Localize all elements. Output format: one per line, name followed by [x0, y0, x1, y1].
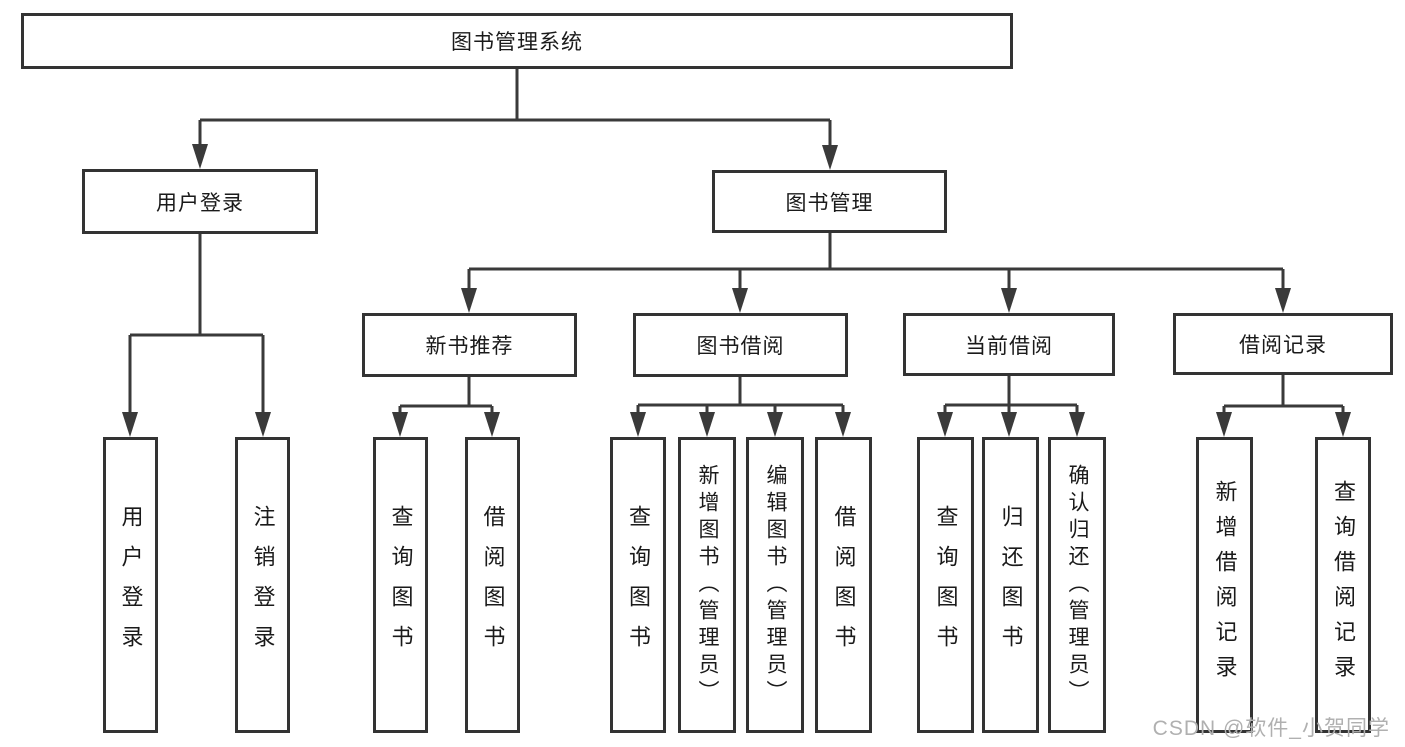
node-leaf-user-login: 用户登录 — [103, 437, 158, 733]
node-leaf-edit-book-admin: 编辑图书（管理员） — [746, 437, 804, 733]
node-book-management: 图书管理 — [712, 170, 947, 233]
node-borrow-record: 借阅记录 — [1173, 313, 1393, 375]
node-leaf-query-book-recommend: 查询图书 — [373, 437, 428, 733]
node-book-borrow: 图书借阅 — [633, 313, 848, 377]
node-leaf-query-book-borrow: 查询图书 — [610, 437, 666, 733]
node-leaf-borrow-book-recommend: 借阅图书 — [465, 437, 520, 733]
node-new-book-recommend: 新书推荐 — [362, 313, 577, 377]
node-leaf-add-book-admin: 新增图书（管理员） — [678, 437, 736, 733]
node-leaf-query-book-current: 查询图书 — [917, 437, 974, 733]
arrowheads — [122, 144, 1351, 437]
node-current-borrow: 当前借阅 — [903, 313, 1115, 376]
node-leaf-return-book: 归还图书 — [982, 437, 1039, 733]
node-leaf-confirm-return-admin: 确认归还（管理员） — [1048, 437, 1106, 733]
node-user-login: 用户登录 — [82, 169, 318, 234]
node-leaf-logout: 注销登录 — [235, 437, 290, 733]
node-root: 图书管理系统 — [21, 13, 1013, 69]
node-leaf-borrow-book-borrow: 借阅图书 — [815, 437, 872, 733]
node-leaf-query-borrow-record: 查询借阅记录 — [1315, 437, 1371, 733]
node-leaf-add-borrow-record: 新增借阅记录 — [1196, 437, 1253, 733]
